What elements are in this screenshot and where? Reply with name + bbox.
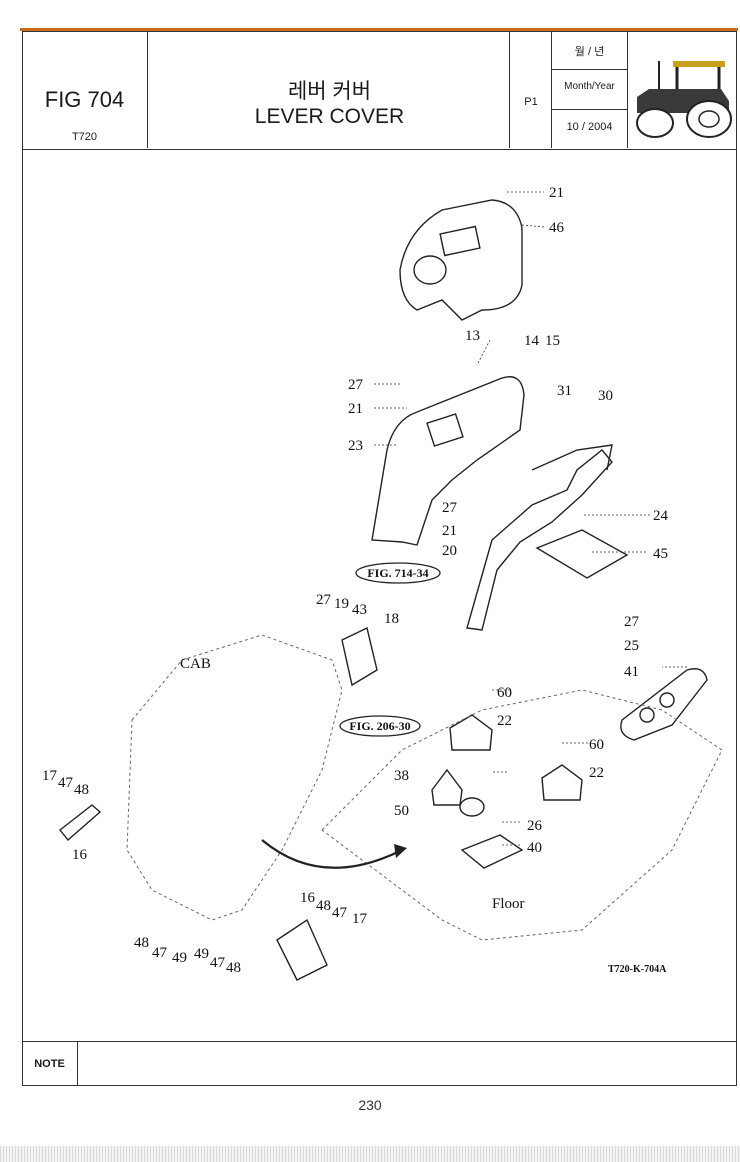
part-41-cupholder-2 (659, 692, 675, 708)
drawing-number: T720-K-704A (608, 964, 667, 975)
callout-19: 19 (334, 596, 349, 612)
callout-47: 47 (152, 945, 168, 961)
callout-31: 31 (557, 383, 572, 399)
callout-43: 43 (352, 602, 367, 618)
callout-16: 16 (72, 847, 88, 863)
callout-23: 23 (348, 438, 363, 454)
part-45-tray (535, 529, 629, 579)
callout-48: 48 (316, 898, 331, 914)
part-41-cupholder-1 (639, 707, 655, 723)
callout-17: 17 (352, 911, 368, 927)
callout-49: 49 (172, 950, 187, 966)
callout-21: 21 (442, 523, 457, 539)
part-20-tray (531, 444, 613, 471)
part-41-console (620, 668, 708, 741)
arrow-head (394, 844, 407, 858)
callout-27: 27 (624, 614, 640, 630)
fig-ref-oval-2 (339, 715, 421, 737)
part-20-long-cover (466, 449, 613, 631)
part-46-knob-hole (413, 255, 447, 285)
callout-27: 27 (316, 592, 332, 608)
cab-to-floor-arrow (261, 839, 403, 869)
callout-38: 38 (394, 768, 409, 784)
callout-21: 21 (348, 401, 363, 417)
part-40-plate (460, 834, 524, 869)
callout-24: 24 (653, 508, 669, 524)
callout-26: 26 (527, 818, 543, 834)
exploded-parts-diagram: FIG. 714-34 FIG. 206-30 CAB Floor T720-K… (42, 185, 723, 981)
cab-label: CAB (180, 656, 211, 672)
callout-22: 22 (497, 713, 512, 729)
title-korean: 레버 커버 (287, 80, 372, 103)
title-cell (148, 31, 510, 148)
part-23-side-cover (371, 376, 525, 546)
date-label-korean: 월 / 년 (574, 46, 605, 58)
date-divider-1 (552, 69, 628, 70)
callout-47: 47 (58, 775, 74, 791)
callout-46: 46 (549, 220, 565, 236)
tractor-icon (636, 61, 732, 138)
callout-48: 48 (74, 782, 89, 798)
date-cell (552, 31, 628, 148)
part-16-pedal-right (276, 918, 328, 981)
callout-16: 16 (300, 890, 316, 906)
fig-ref-206-30: FIG. 206-30 (349, 719, 410, 733)
part-16-pedal-left (59, 804, 102, 842)
callout-47: 47 (210, 955, 226, 971)
model-code: T720 (71, 131, 98, 143)
fig-ref-oval-1 (355, 562, 441, 584)
callout-60: 60 (589, 737, 604, 753)
callout-49: 49 (194, 946, 209, 962)
part-46-top-cover (399, 199, 523, 321)
part-46-display (439, 225, 481, 257)
page-code: P1 (524, 96, 538, 108)
callout-20: 20 (442, 543, 457, 559)
page-frame (22, 31, 737, 1086)
date-divider-2 (552, 109, 628, 110)
callout-27: 27 (442, 500, 458, 516)
floor-outline (321, 689, 723, 941)
part-38-boot (431, 768, 463, 806)
cab-outline (126, 634, 343, 921)
callout-18: 18 (384, 611, 399, 627)
fig-ref-714-34: FIG. 714-34 (367, 566, 428, 580)
scan-edge (0, 1146, 740, 1162)
callout-47: 47 (332, 905, 348, 921)
callout-41: 41 (624, 664, 639, 680)
page-number: 230 (358, 1097, 382, 1113)
part-43-bracket (341, 626, 378, 687)
callout-14: 14 (524, 333, 540, 349)
callout-27: 27 (348, 377, 364, 393)
part-22-boot-right (541, 764, 583, 801)
title-english: LEVER COVER (254, 105, 405, 128)
date-value: 10 / 2004 (566, 121, 613, 133)
part-50-grommet (459, 797, 485, 817)
part-22-boot-left (449, 714, 493, 751)
fig-cell (22, 31, 148, 148)
callout-48: 48 (226, 960, 241, 976)
callout-13: 13 (465, 328, 480, 344)
title-block: FIG 704 T720 레버 커버 LEVER COVER P1 월 / 년 … (22, 31, 737, 150)
callout-40: 40 (527, 840, 542, 856)
callout-45: 45 (653, 546, 668, 562)
callout-15: 15 (545, 333, 560, 349)
figure-number: FIG 704 (44, 87, 125, 112)
page-code-cell (510, 31, 552, 148)
date-label: Month/Year (564, 81, 615, 92)
note-row: NOTE (22, 1041, 737, 1086)
callout-25: 25 (624, 638, 639, 654)
callout-30: 30 (598, 388, 613, 404)
callout-17: 17 (42, 768, 58, 784)
note-label: NOTE (22, 1042, 78, 1085)
callout-48: 48 (134, 935, 149, 951)
callout-60: 60 (497, 685, 512, 701)
part-23-switch-panel (426, 413, 464, 447)
callout-22: 22 (589, 765, 604, 781)
callout-50: 50 (394, 803, 409, 819)
callout-21: 21 (549, 185, 564, 201)
header-accent-line (20, 28, 738, 31)
floor-label: Floor (492, 896, 525, 912)
